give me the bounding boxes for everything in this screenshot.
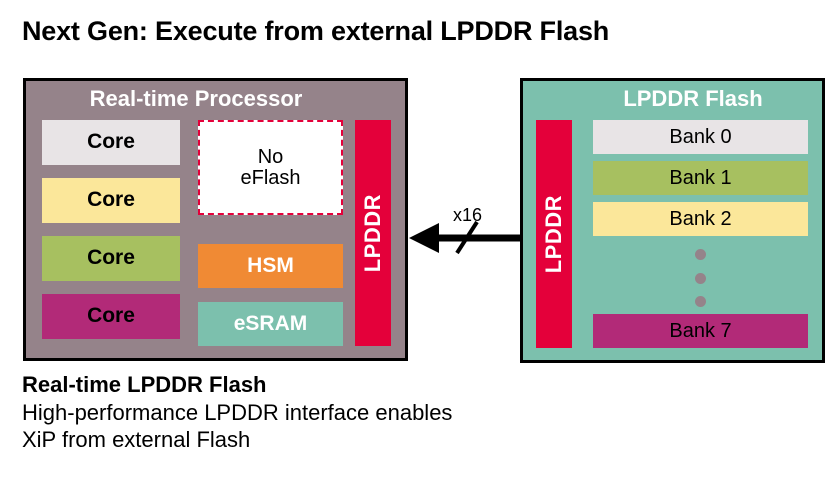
bank-ellipsis bbox=[593, 243, 808, 313]
core-chip-2: Core bbox=[42, 236, 180, 281]
hsm-label: HSM bbox=[247, 253, 294, 277]
caption-heading: Real-time LPDDR Flash bbox=[22, 372, 267, 397]
no-eflash-chip: No eFlash bbox=[198, 120, 343, 215]
caption-block: Real-time LPDDR Flash High-performance L… bbox=[22, 372, 722, 454]
bank-chip-1-label: Bank 1 bbox=[669, 166, 732, 189]
processor-title: Real-time Processor bbox=[89, 86, 303, 111]
processor-lpddr-label: LPDDR bbox=[360, 193, 386, 273]
bank-chip-0: Bank 0 bbox=[593, 120, 808, 154]
flash-lpddr-label: LPDDR bbox=[541, 194, 567, 274]
flash-title: LPDDR Flash bbox=[623, 86, 763, 111]
bus-connection: x16 bbox=[409, 205, 521, 275]
no-eflash-line-2: eFlash bbox=[240, 166, 301, 189]
core-chip-1: Core bbox=[42, 178, 180, 223]
core-chip-0: Core bbox=[42, 120, 180, 165]
core-chip-3: Core bbox=[42, 294, 180, 339]
caption-line-2: XiP from external Flash bbox=[22, 427, 251, 453]
bank-chip-7-label: Bank 7 bbox=[669, 319, 732, 342]
core-chip-2-label: Core bbox=[87, 246, 135, 270]
flash-lpddr-interface-bar: LPDDR bbox=[536, 120, 572, 348]
ellipsis-dot-3 bbox=[695, 296, 706, 307]
bank-chip-7: Bank 7 bbox=[593, 314, 808, 348]
ellipsis-dot-1 bbox=[695, 249, 706, 260]
bank-chip-2: Bank 2 bbox=[593, 202, 808, 236]
processor-lpddr-interface-bar: LPDDR bbox=[355, 120, 391, 346]
no-eflash-line-1: No bbox=[257, 145, 284, 168]
bus-width-label: x16 bbox=[453, 205, 483, 225]
core-chip-1-label: Core bbox=[87, 188, 135, 212]
esram-label: eSRAM bbox=[233, 311, 308, 335]
hsm-chip: HSM bbox=[198, 244, 343, 288]
bank-chip-2-label: Bank 2 bbox=[669, 207, 732, 230]
core-chip-0-label: Core bbox=[87, 130, 135, 154]
real-time-processor-block: Real-time Processor Core Core Core Core … bbox=[23, 78, 408, 361]
page-title: Next Gen: Execute from external LPDDR Fl… bbox=[22, 16, 610, 46]
bus-arrow-icon bbox=[409, 220, 521, 255]
ellipsis-dot-2 bbox=[695, 272, 706, 284]
esram-chip: eSRAM bbox=[198, 302, 343, 346]
bank-chip-0-label: Bank 0 bbox=[669, 125, 732, 148]
bank-chip-1: Bank 1 bbox=[593, 161, 808, 195]
caption-line-1: High-performance LPDDR interface enables bbox=[22, 399, 453, 425]
core-chip-3-label: Core bbox=[87, 304, 135, 328]
lpddr-flash-block: LPDDR Flash LPDDR Bank 0 Bank 1 Bank 2 B… bbox=[520, 78, 825, 363]
